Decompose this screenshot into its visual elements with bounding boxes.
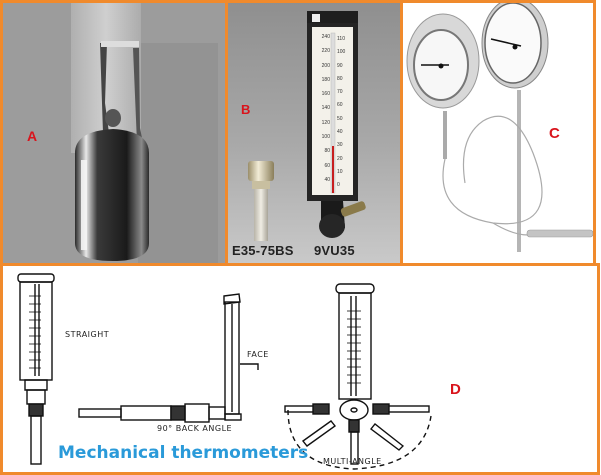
scale-f-160: 160: [321, 91, 330, 98]
scale-f-180: 180: [321, 76, 330, 83]
scale-f-40: 40: [324, 176, 330, 183]
scale-c-0: 0: [337, 182, 340, 189]
panel-label-a: A: [27, 128, 38, 144]
scale-c-70: 70: [337, 89, 343, 96]
panel-a: A: [0, 0, 228, 266]
scale-f-240: 240: [321, 34, 330, 40]
thermometer-photos: [248, 11, 366, 241]
panel-c: C: [400, 0, 596, 266]
scale-f-140: 140: [321, 105, 330, 112]
scale-c-60: 60: [337, 102, 343, 109]
back-angle-thermometer-drawing: [78, 293, 259, 423]
multi-angle-thermometer-drawing: [284, 283, 432, 470]
straight-thermometer-drawing: [17, 273, 55, 465]
caption-back-angle: 90° BACK ANGLE: [157, 424, 233, 433]
scale-c-90: 90: [337, 62, 343, 69]
scale-c-110: 110: [337, 36, 345, 42]
bulb-photo: [71, 3, 218, 263]
scale-c-20: 20: [337, 155, 343, 162]
scale-f-220: 220: [321, 48, 330, 55]
scale-c-10: 10: [337, 168, 343, 175]
caption-face: FACE: [247, 350, 269, 359]
scale-c-40: 40: [337, 129, 343, 136]
scale-f-60: 60: [324, 162, 330, 169]
scale-c-50: 50: [337, 115, 343, 122]
scale-f-100: 100: [321, 134, 330, 141]
panel-d: STRAIGHT FACE 90° BACK ANGLE MULTI-ANGLE…: [0, 263, 600, 475]
dial-thermometers-photo: [406, 3, 593, 252]
scale-f-120: 120: [321, 119, 330, 126]
panel-label-c: C: [549, 125, 560, 142]
scale-f-80: 80: [324, 148, 330, 155]
caption-multi-angle: MULTI-ANGLE: [323, 457, 382, 466]
panel-label-d: D: [450, 381, 461, 398]
scale-c-100: 100: [337, 49, 346, 56]
caption-9vu35: 9VU35: [314, 243, 355, 258]
mounting-diagrams: [17, 273, 432, 470]
panel-b: 240 220 200 180 160 140 120 100 80 60 40…: [225, 0, 403, 266]
caption-e35-75bs: E35-75BS: [232, 243, 294, 258]
panel-label-b: B: [241, 102, 251, 117]
scale-f-200: 200: [321, 62, 330, 69]
scale-c-80: 80: [337, 75, 343, 82]
caption-straight: STRAIGHT: [65, 330, 110, 339]
figure-title: Mechanical thermometers: [58, 443, 309, 463]
scale-c-30: 30: [337, 142, 343, 149]
